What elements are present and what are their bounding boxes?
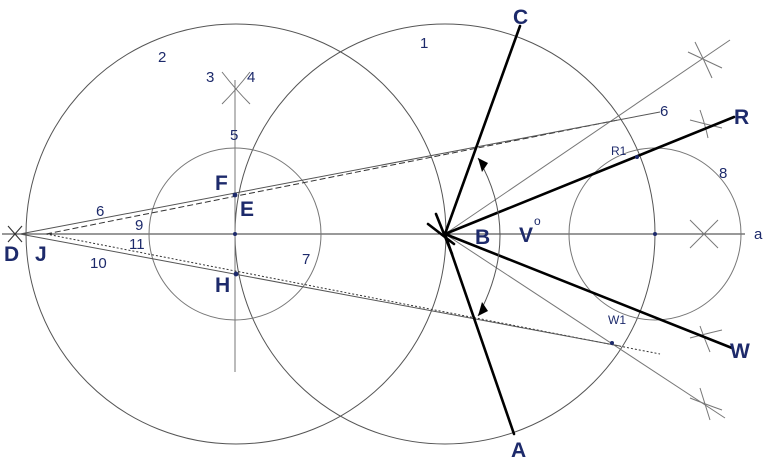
tangent-line-10: [19, 233, 621, 347]
label-1: 1: [420, 35, 428, 52]
label-d: D: [4, 243, 19, 266]
point-w1: [610, 341, 614, 345]
label-7: 7: [302, 251, 310, 268]
label-degree: o: [534, 214, 541, 228]
label-j: J: [35, 243, 47, 266]
ray-bc: [443, 24, 522, 236]
construction-ray-lower: [444, 233, 726, 419]
label-3: 3: [206, 69, 214, 86]
arrow-head-top: [478, 158, 488, 172]
tangent-line-6-dashed: [45, 119, 619, 235]
b-mark-1: [426, 222, 456, 246]
label-11: 11: [129, 236, 145, 253]
label-9: 9: [135, 217, 143, 234]
label-w1: W1: [608, 313, 626, 327]
label-2: 2: [158, 49, 166, 66]
point-center-7: [233, 232, 237, 236]
point-center-8: [653, 232, 657, 236]
point-f: [232, 192, 238, 198]
ray-bw: [443, 232, 734, 350]
label-r: R: [734, 106, 749, 129]
b-mark-2: [434, 212, 454, 256]
label-w: W: [730, 340, 750, 363]
ray-br: [443, 115, 736, 236]
construction-ray-upper: [444, 39, 731, 235]
ray-ba: [443, 232, 516, 436]
tangent-line-6: [19, 111, 661, 235]
label-h: H: [215, 274, 230, 297]
point-h: [233, 271, 239, 277]
arc-mark-bottom-right: [689, 387, 723, 421]
label-r1: R1: [611, 144, 627, 158]
label-6-left: 6: [96, 203, 104, 220]
label-10: 10: [90, 255, 107, 272]
arc-mark-top-right: [687, 41, 723, 79]
point-d-mark-2: [7, 225, 23, 243]
center-mark-8b: [689, 219, 719, 249]
point-r1: [635, 155, 639, 159]
label-a-axis: a: [754, 226, 763, 243]
label-b: B: [475, 226, 490, 249]
label-f: F: [215, 172, 228, 195]
arc-mark-4: [221, 71, 251, 105]
arc-mark-mid-right: [689, 109, 723, 139]
label-v: V: [519, 224, 533, 247]
label-6-right: 6: [660, 103, 668, 120]
label-c: C: [513, 6, 528, 29]
angle-arc-v: [477, 157, 501, 317]
arc-mark-w-right: [689, 325, 723, 353]
label-e: E: [240, 198, 254, 221]
label-5: 5: [230, 127, 238, 144]
arrow-head-bottom: [478, 302, 488, 316]
label-a: A: [511, 439, 526, 462]
label-4: 4: [247, 69, 255, 86]
label-8: 8: [719, 165, 727, 182]
